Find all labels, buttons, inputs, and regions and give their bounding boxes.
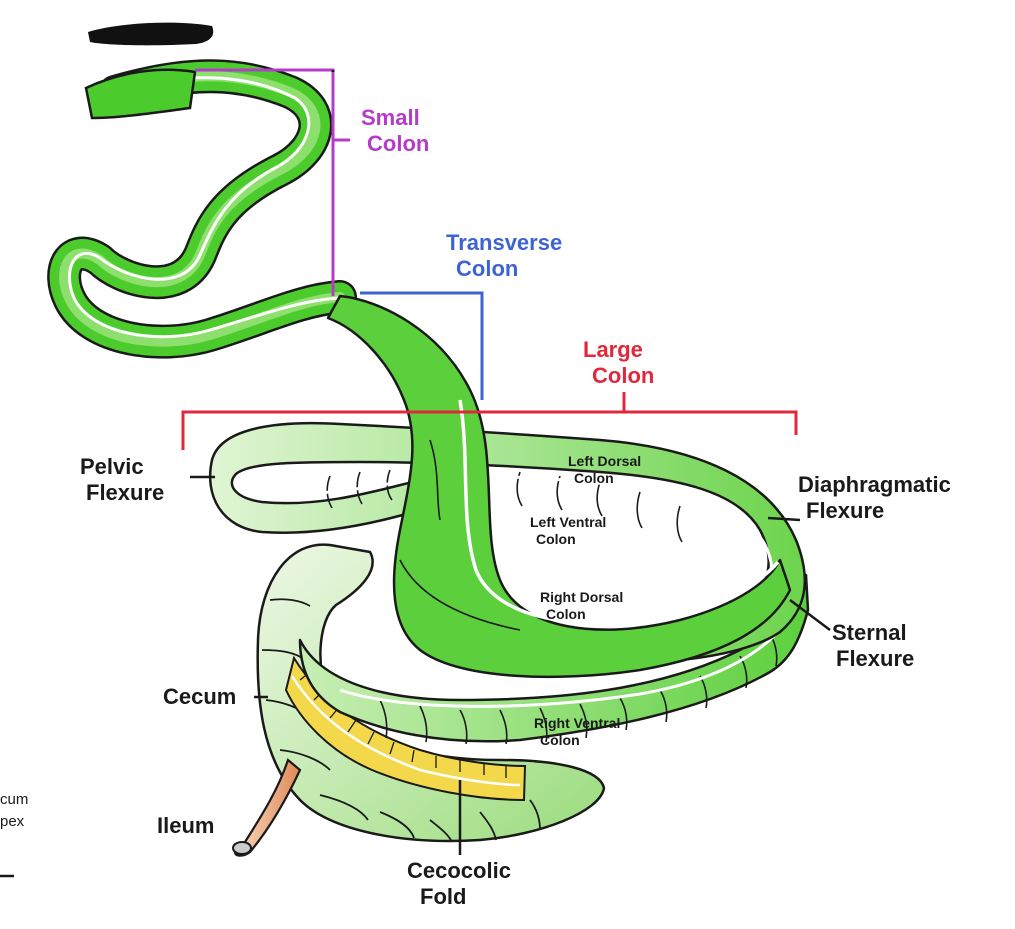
left-dorsal-colon-label-line1: Left Dorsal bbox=[568, 453, 641, 469]
diaphragmatic-flexure-label-line1: Diaphragmatic bbox=[798, 472, 951, 497]
right-ventral-colon-label-line2: Colon bbox=[540, 732, 580, 748]
right-dorsal-colon-label-line1: Right Dorsal bbox=[540, 589, 623, 605]
svg-text:Pelvic Flexure: Pelvic Flexure bbox=[80, 454, 164, 505]
svg-text:Left Ventral Colon: Left Ventral Colon bbox=[530, 514, 610, 547]
cecocolic-fold bbox=[284, 655, 527, 802]
sternal-flexure-label-line1: Sternal bbox=[832, 620, 907, 645]
left-ventral-colon-label-line1: Left Ventral bbox=[530, 514, 606, 530]
left-dorsal-colon-label-line2: Colon bbox=[574, 470, 614, 486]
redaction-mark bbox=[88, 22, 214, 46]
svg-text:Left Dorsal Colon: Left Dorsal Colon bbox=[568, 453, 645, 486]
bracket-lines bbox=[181, 68, 798, 450]
right-ventral-colon bbox=[298, 573, 810, 745]
transverse-and-right-dorsal-colon bbox=[326, 294, 792, 679]
cecum-label: Cecum bbox=[163, 684, 236, 709]
svg-text:Large Colon: Large Colon bbox=[583, 337, 654, 388]
svg-text:Right Ventral Colon: Right Ventral Colon bbox=[534, 715, 624, 748]
svg-text:Transverse Colon: Transverse Colon bbox=[446, 230, 568, 281]
svg-text:Right Dorsal Colon: Right Dorsal Colon bbox=[540, 589, 627, 622]
right-ventral-colon-label-line1: Right Ventral bbox=[534, 715, 620, 731]
pelvic-flexure-label-line1: Pelvic bbox=[80, 454, 144, 479]
svg-text:Small Colon: Small Colon bbox=[361, 105, 429, 156]
left-ventral-colon-label-line2: Colon bbox=[536, 531, 576, 547]
diaphragmatic-flexure-label-line2: Flexure bbox=[806, 498, 884, 523]
large-colon-label-line1: Large bbox=[583, 337, 643, 362]
right-dorsal-colon-label-line2: Colon bbox=[546, 606, 586, 622]
ileum-label: Ileum bbox=[157, 813, 214, 838]
small-colon bbox=[47, 59, 357, 359]
cecocolic-fold-label-line1: Cecocolic bbox=[407, 858, 511, 883]
pelvic-flexure-label-line2: Flexure bbox=[86, 480, 164, 505]
labels: Small Colon Transverse Colon Large Colon… bbox=[0, 105, 957, 909]
transverse-colon-label-line2: Colon bbox=[456, 256, 518, 281]
label-leaders bbox=[190, 475, 831, 855]
sternal-flexure-label-line2: Flexure bbox=[836, 646, 914, 671]
small-colon-label-line2: Colon bbox=[367, 131, 429, 156]
cecocolic-fold-label-line2: Fold bbox=[420, 884, 466, 909]
small-colon-label-line1: Small bbox=[361, 105, 420, 130]
cropped-edge-label-line1: cum bbox=[0, 791, 28, 808]
large-colon-label-line2: Colon bbox=[592, 363, 654, 388]
cropped-edge-label-line2: pex bbox=[0, 813, 25, 830]
ileum bbox=[234, 758, 302, 857]
svg-text:Cecocolic Fold: Cecocolic Fold bbox=[407, 858, 517, 909]
svg-text:cum pex: cum pex bbox=[0, 791, 33, 830]
transverse-colon-label-line1: Transverse bbox=[446, 230, 562, 255]
svg-text:Sternal Flexure: Sternal Flexure bbox=[832, 620, 914, 671]
svg-text:Diaphragmatic Flexure: Diaphragmatic Flexure bbox=[798, 472, 957, 523]
